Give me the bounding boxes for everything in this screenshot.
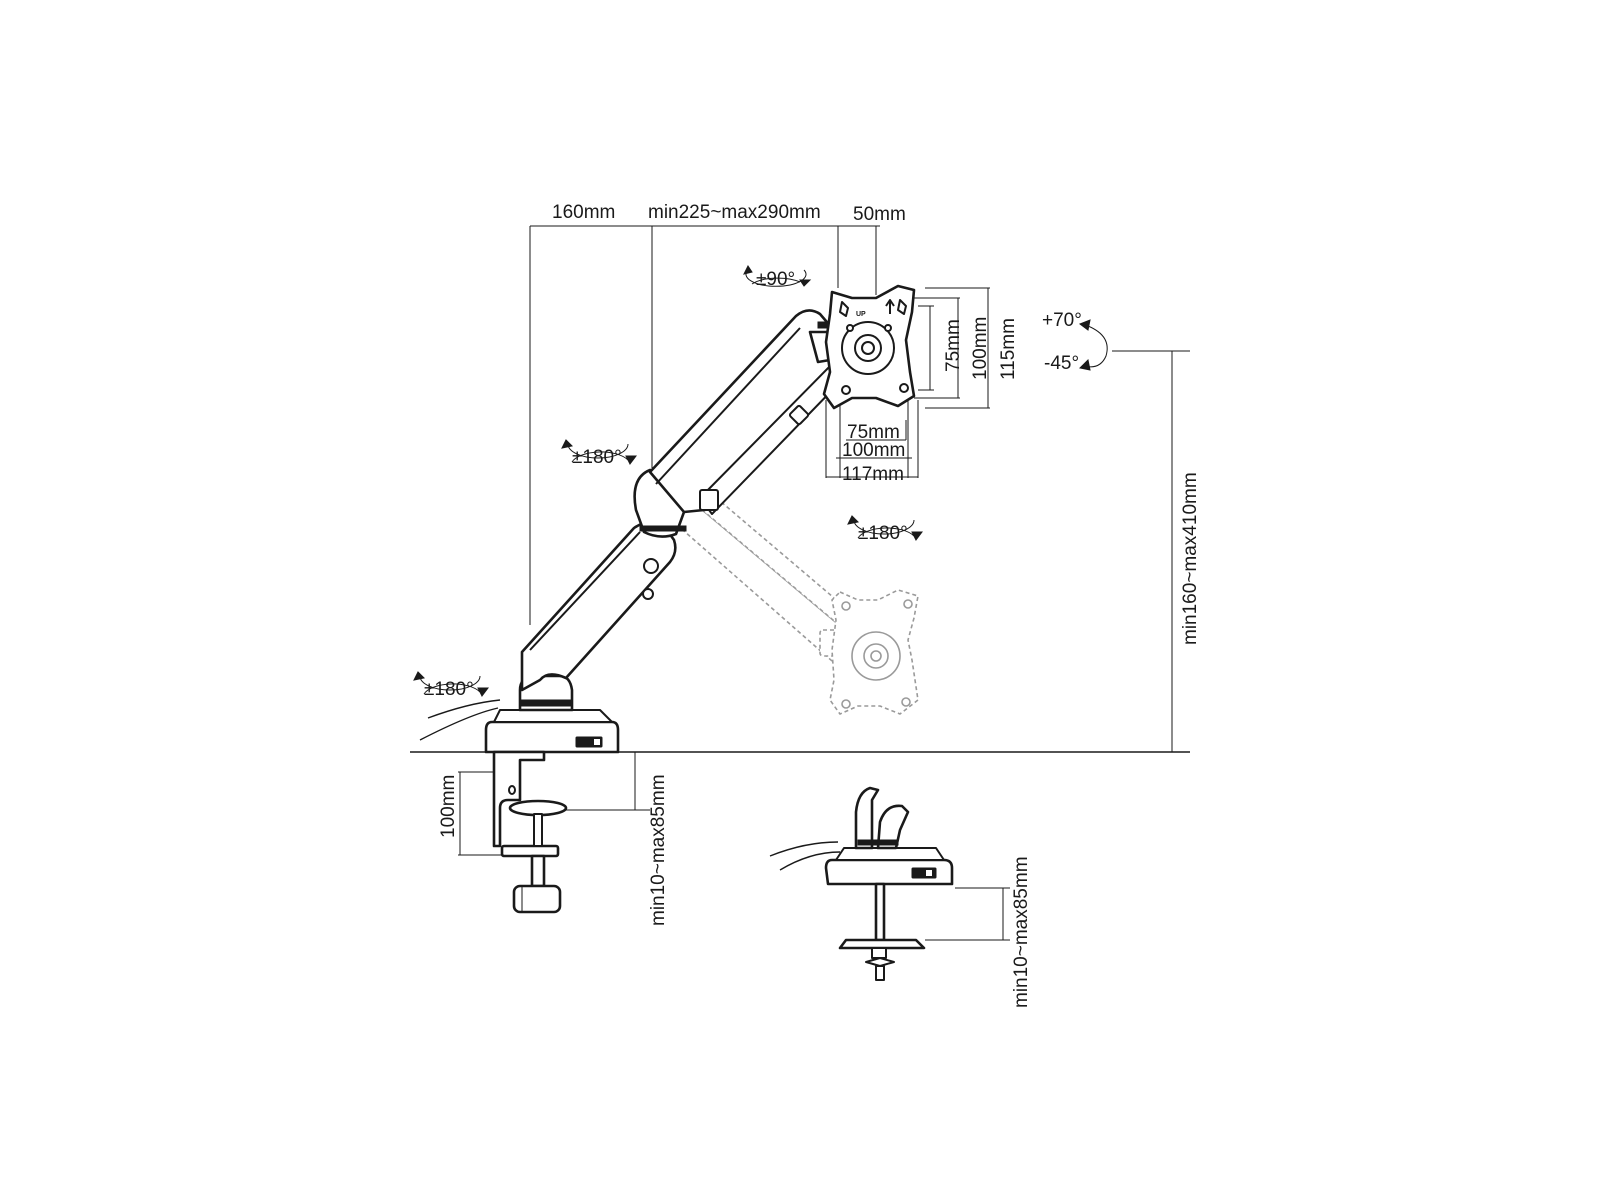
tilt-indicator bbox=[1078, 319, 1108, 371]
swivel-head-indicator bbox=[847, 515, 923, 541]
lowered-position-ghost bbox=[675, 483, 919, 715]
swivel-base-indicator bbox=[413, 671, 489, 697]
swivel-upper-indicator bbox=[561, 439, 637, 465]
label-tilt-down: -45° bbox=[1044, 353, 1079, 374]
dim-clamp-depth: 100mm bbox=[438, 775, 459, 838]
dim-base-to-pole: 160mm bbox=[552, 202, 615, 223]
dim-plate-height: 115mm bbox=[998, 318, 1019, 380]
dim-height-range: min160~max410mm bbox=[1180, 472, 1201, 645]
power-cable bbox=[419, 707, 499, 741]
rotate-90-indicator bbox=[743, 265, 812, 287]
dim-vesa-width-75: 75mm bbox=[847, 422, 900, 443]
dim-vesa-height-75: 75mm bbox=[943, 319, 964, 372]
grommet-usb-ports bbox=[911, 867, 937, 879]
dim-vesa-offset: 50mm bbox=[853, 204, 906, 225]
grommet-mount bbox=[769, 786, 954, 981]
lower-arm bbox=[520, 521, 677, 692]
dimension-labels: 160mm min225~max290mm 50mm 75mm 100mm 11… bbox=[438, 202, 1201, 1008]
dim-plate-width: 117mm bbox=[842, 464, 904, 485]
dim-clamp-thickness: min10~max85mm bbox=[648, 774, 669, 926]
dim-vesa-height-100: 100mm bbox=[970, 317, 991, 380]
dim-grommet-thickness: min10~max85mm bbox=[1011, 856, 1032, 1008]
monitor-arm: UP bbox=[419, 284, 916, 754]
label-swivel-head: ±180° bbox=[858, 523, 908, 544]
desk-clamp bbox=[492, 750, 568, 914]
label-swivel-upper: ±180° bbox=[572, 447, 622, 468]
rotation-indicators bbox=[413, 265, 1108, 697]
vesa-plate: UP bbox=[822, 284, 916, 410]
label-tilt-up: +70° bbox=[1042, 310, 1082, 331]
rotation-labels: ±90° +70° -45° ±180° ±180° ±180° bbox=[424, 269, 1082, 700]
label-swivel-base: ±180° bbox=[424, 679, 474, 700]
vesa-up-label: UP bbox=[856, 311, 866, 318]
label-rotate-90: ±90° bbox=[756, 269, 795, 290]
dim-vesa-width-100: 100mm bbox=[842, 440, 905, 461]
dim-arm-reach: min225~max290mm bbox=[648, 202, 821, 223]
